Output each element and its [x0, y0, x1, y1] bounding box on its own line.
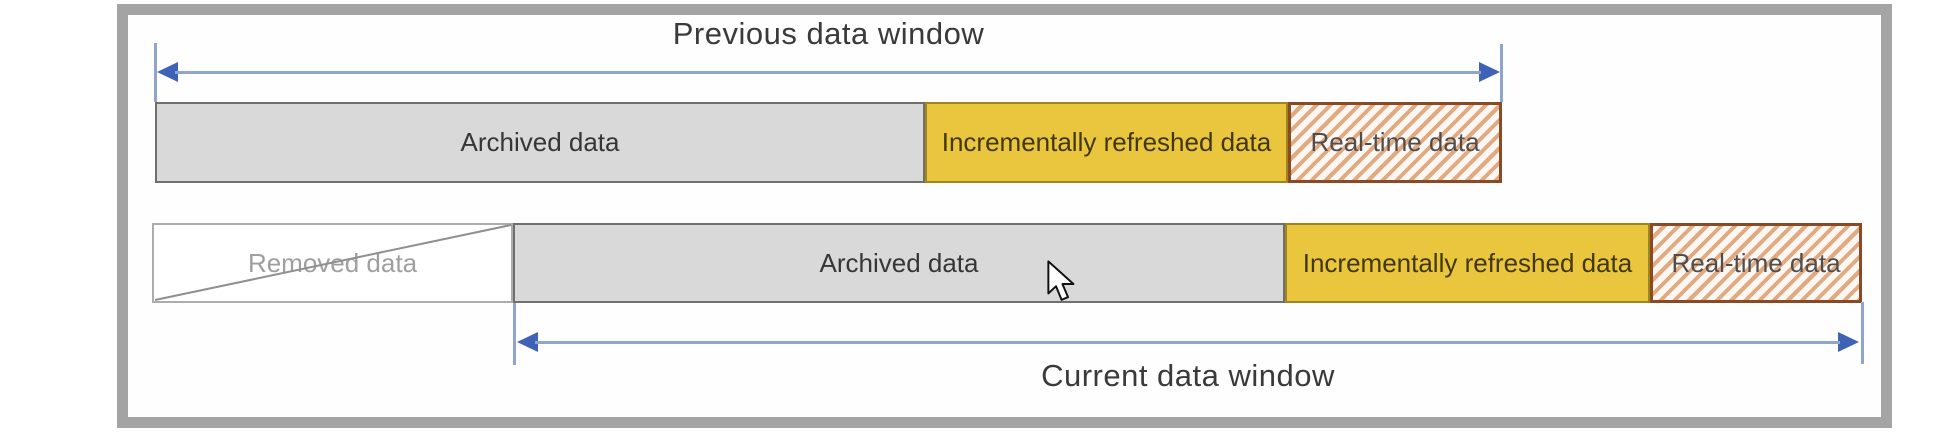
- bar-label: Real-time data: [1671, 247, 1841, 278]
- mouse-cursor-icon: [1047, 260, 1075, 301]
- arrow-line: [175, 71, 1481, 74]
- bar-label: Archived data: [819, 247, 979, 278]
- arrow-tick-right: [1861, 302, 1864, 364]
- bar-label: Incrementally refreshed data: [1302, 247, 1633, 278]
- arrowhead-right-icon: [1479, 62, 1500, 82]
- bar-archived-data: Archived data: [513, 223, 1285, 303]
- previous-window-title: Previous data window: [672, 16, 985, 51]
- arrowhead-right-icon: [1838, 332, 1859, 352]
- bar-incrementally-refreshed-data: Incrementally refreshed data: [925, 102, 1288, 183]
- arrowhead-left-icon: [517, 332, 538, 352]
- bar-label: Archived data: [460, 127, 620, 158]
- bar-real-time-data: Real-time data: [1650, 223, 1862, 303]
- bar-real-time-data: Real-time data: [1288, 102, 1502, 183]
- bar-incrementally-refreshed-data: Incrementally refreshed data: [1285, 223, 1650, 303]
- current-window-title: Current data window: [1041, 358, 1335, 393]
- arrowhead-left-icon: [157, 62, 178, 82]
- arrow-line: [535, 341, 1840, 344]
- bar-archived-data: Archived data: [155, 102, 925, 183]
- bar-label: Removed data: [247, 247, 418, 278]
- diagram-frame: [117, 4, 1892, 428]
- bar-label: Real-time data: [1310, 127, 1480, 158]
- arrow-tick-right: [1500, 44, 1503, 102]
- arrow-tick-left: [513, 303, 516, 365]
- bar-label: Incrementally refreshed data: [941, 127, 1272, 158]
- bar-removed-data: Removed data: [152, 223, 513, 303]
- arrow-tick-left: [154, 43, 157, 102]
